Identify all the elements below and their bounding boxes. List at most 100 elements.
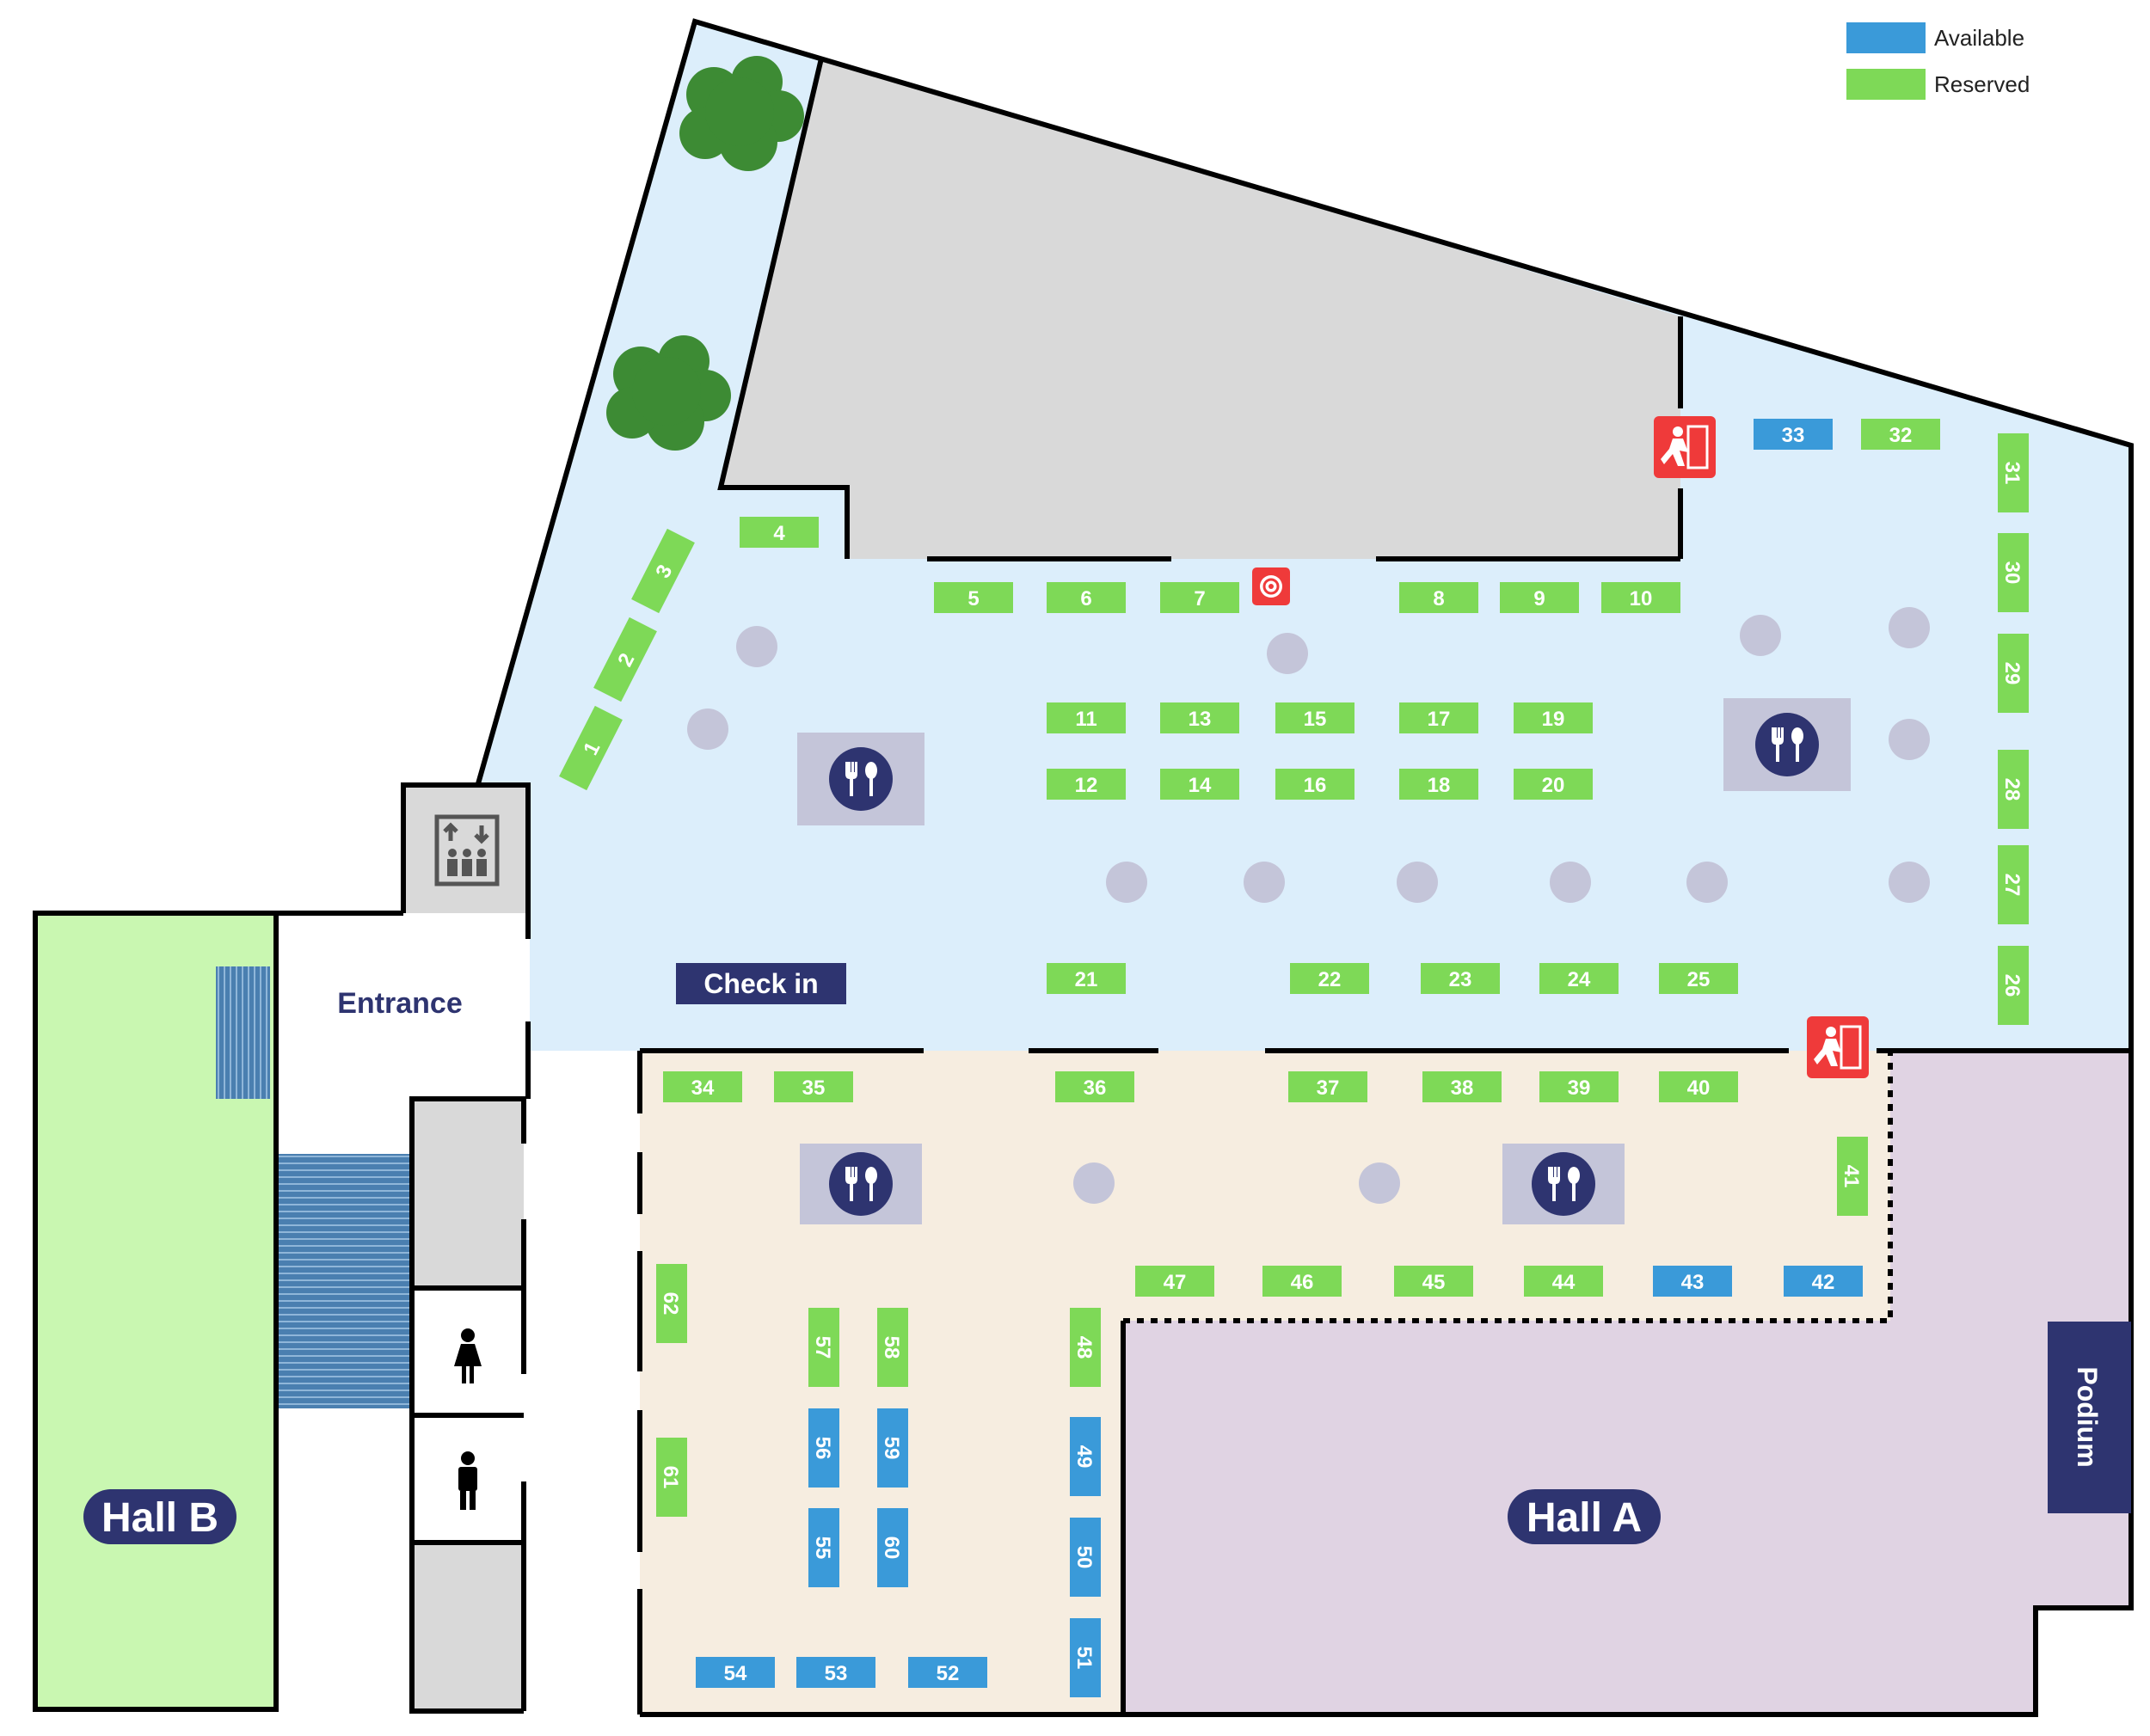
booth-rect: [1514, 769, 1593, 800]
booth-8[interactable]: 8: [1399, 582, 1478, 613]
booth-number: 44: [1552, 1271, 1576, 1294]
booth-21[interactable]: 21: [1047, 963, 1126, 994]
booth-33[interactable]: 33: [1754, 419, 1833, 450]
booth-60[interactable]: 60: [877, 1508, 908, 1587]
booth-14[interactable]: 14: [1160, 769, 1239, 800]
booth-rect: [1659, 1071, 1738, 1102]
booth-24[interactable]: 24: [1539, 963, 1619, 994]
booth-42[interactable]: 42: [1784, 1266, 1863, 1297]
booth-52[interactable]: 52: [908, 1657, 987, 1688]
booth-1[interactable]: 1: [559, 705, 623, 791]
booth-rect: [1601, 582, 1680, 613]
booth-number: 4: [773, 522, 785, 545]
booth-rect: [1288, 1071, 1367, 1102]
booth-59[interactable]: 59: [877, 1408, 908, 1488]
booth-number: 41: [1840, 1165, 1863, 1188]
booth-rect: [1998, 845, 2029, 924]
booth-48[interactable]: 48: [1070, 1308, 1101, 1387]
booth-17[interactable]: 17: [1399, 702, 1478, 733]
booth-62[interactable]: 62: [656, 1264, 687, 1343]
hall-a-badge[interactable]: Hall A: [1508, 1489, 1661, 1544]
booth-number: 7: [1194, 587, 1205, 610]
booth-35[interactable]: 35: [774, 1071, 853, 1102]
booth-39[interactable]: 39: [1539, 1071, 1619, 1102]
booth-19[interactable]: 19: [1514, 702, 1593, 733]
booth-40[interactable]: 40: [1659, 1071, 1738, 1102]
booth-3[interactable]: 3: [631, 528, 695, 614]
booth-rect: [1047, 769, 1126, 800]
booth-41[interactable]: 41: [1837, 1137, 1868, 1216]
elevator-icon: [434, 814, 500, 886]
booth-58[interactable]: 58: [877, 1308, 908, 1387]
hall-b-label: Hall B: [101, 1495, 218, 1541]
booth-2[interactable]: 2: [593, 616, 657, 702]
booth-51[interactable]: 51: [1070, 1618, 1101, 1697]
booth-26[interactable]: 26: [1998, 946, 2029, 1025]
booth-rect: [877, 1308, 908, 1387]
hall-b-badge[interactable]: Hall B: [83, 1489, 236, 1544]
booth-number: 24: [1568, 968, 1591, 991]
hall-a-label: Hall A: [1526, 1495, 1642, 1541]
booth-number: 22: [1318, 968, 1342, 991]
booth-32[interactable]: 32: [1861, 419, 1940, 450]
booth-43[interactable]: 43: [1653, 1266, 1732, 1297]
booth-29[interactable]: 29: [1998, 634, 2029, 713]
booth-13[interactable]: 13: [1160, 702, 1239, 733]
legend-swatch-reserved: [1846, 69, 1926, 100]
booth-56[interactable]: 56: [808, 1408, 839, 1488]
booth-20[interactable]: 20: [1514, 769, 1593, 800]
booth-23[interactable]: 23: [1421, 963, 1500, 994]
booth-7[interactable]: 7: [1160, 582, 1239, 613]
legend-label-available: Available: [1934, 25, 2024, 51]
booth-rect: [934, 582, 1013, 613]
booth-6[interactable]: 6: [1047, 582, 1126, 613]
booth-11[interactable]: 11: [1047, 702, 1126, 733]
check-in-desk[interactable]: Check in: [676, 963, 846, 1004]
booth-30[interactable]: 30: [1998, 533, 2029, 612]
booth-55[interactable]: 55: [808, 1508, 839, 1587]
pillar: [1244, 862, 1285, 903]
booth-22[interactable]: 22: [1290, 963, 1369, 994]
booth-31[interactable]: 31: [1998, 433, 2029, 512]
booth-44[interactable]: 44: [1524, 1266, 1603, 1297]
booth-61[interactable]: 61: [656, 1438, 687, 1517]
booth-53[interactable]: 53: [796, 1657, 875, 1688]
pillar: [736, 626, 777, 667]
booth-number: 37: [1317, 1077, 1340, 1100]
booth-number: 19: [1542, 708, 1565, 731]
booth-47[interactable]: 47: [1135, 1266, 1214, 1297]
booth-number: 16: [1304, 774, 1327, 797]
booth-25[interactable]: 25: [1659, 963, 1738, 994]
booth-number: 30: [2000, 561, 2024, 585]
booth-28[interactable]: 28: [1998, 750, 2029, 829]
booth-number: 56: [811, 1437, 834, 1460]
booth-9[interactable]: 9: [1500, 582, 1579, 613]
booth-37[interactable]: 37: [1288, 1071, 1367, 1102]
booth-27[interactable]: 27: [1998, 845, 2029, 924]
booth-18[interactable]: 18: [1399, 769, 1478, 800]
men-restroom-icon: [458, 1451, 477, 1510]
booth-45[interactable]: 45: [1394, 1266, 1473, 1297]
booth-number: 6: [1080, 587, 1091, 610]
booth-38[interactable]: 38: [1422, 1071, 1502, 1102]
booth-rect: [1262, 1266, 1342, 1297]
booth-number: 33: [1782, 424, 1805, 447]
booth-rect: [740, 517, 819, 548]
booth-46[interactable]: 46: [1262, 1266, 1342, 1297]
booth-57[interactable]: 57: [808, 1308, 839, 1387]
booth-rect: [1653, 1266, 1732, 1297]
service-room-1: [412, 1101, 524, 1288]
booth-54[interactable]: 54: [696, 1657, 775, 1688]
booth-15[interactable]: 15: [1275, 702, 1354, 733]
booth-16[interactable]: 16: [1275, 769, 1354, 800]
entrance-label: Entrance: [337, 987, 463, 1020]
booth-10[interactable]: 10: [1601, 582, 1680, 613]
booth-36[interactable]: 36: [1055, 1071, 1134, 1102]
booth-50[interactable]: 50: [1070, 1518, 1101, 1597]
booth-number: 35: [802, 1077, 826, 1100]
booth-34[interactable]: 34: [663, 1071, 742, 1102]
booth-4[interactable]: 4: [740, 517, 819, 548]
booth-12[interactable]: 12: [1047, 769, 1126, 800]
booth-5[interactable]: 5: [934, 582, 1013, 613]
booth-49[interactable]: 49: [1070, 1417, 1101, 1496]
